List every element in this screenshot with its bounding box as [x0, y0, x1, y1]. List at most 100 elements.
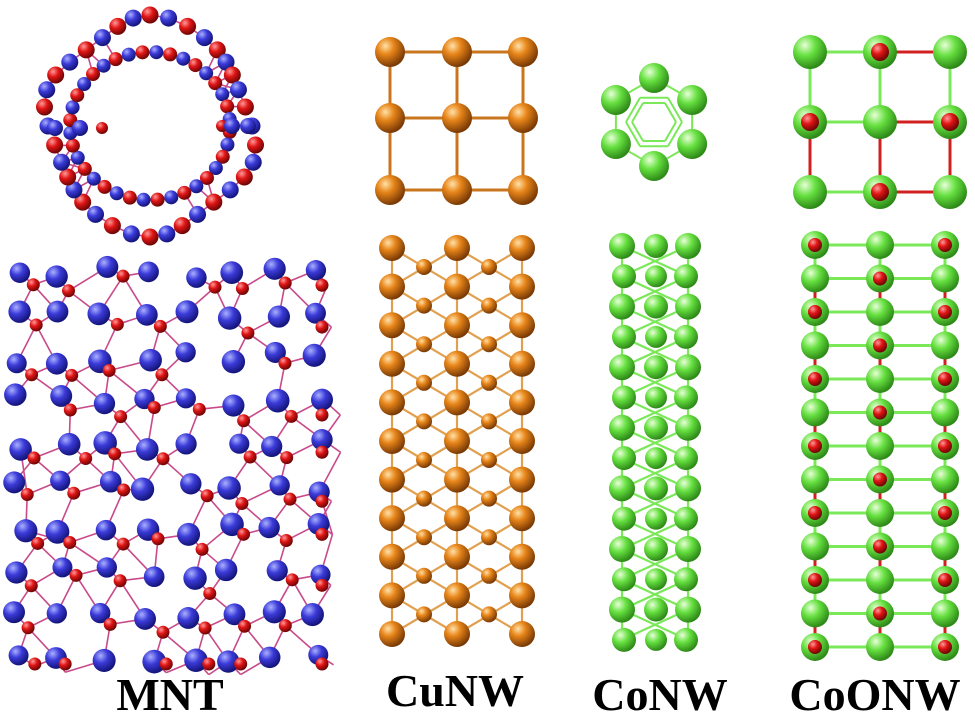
- blue-atom: [222, 181, 239, 198]
- red-atom: [284, 493, 297, 506]
- red-atom: [316, 408, 329, 421]
- red-atom: [808, 305, 822, 319]
- atoms: [379, 235, 535, 647]
- red-atom: [201, 489, 214, 502]
- blue-atom: [144, 566, 165, 587]
- red-atom: [151, 193, 165, 207]
- red-atom: [278, 357, 291, 370]
- green-atom: [674, 446, 698, 470]
- orange-atom: [509, 389, 535, 415]
- red-atom: [808, 640, 822, 654]
- red-atom: [938, 439, 952, 453]
- blue-atom: [230, 81, 247, 98]
- red-atom: [235, 497, 248, 510]
- blue-atom: [10, 262, 30, 282]
- blue-atom: [5, 561, 27, 583]
- red-atom: [801, 113, 819, 131]
- red-atom: [205, 194, 222, 211]
- green-atom: [793, 175, 827, 209]
- red-atom: [316, 279, 329, 292]
- green-atom: [612, 264, 636, 288]
- green-atom: [644, 416, 668, 440]
- blue-atom: [305, 303, 326, 324]
- conw-label: CoNW: [575, 672, 745, 718]
- red-atom: [873, 406, 887, 420]
- red-atom: [871, 183, 889, 201]
- blue-atom: [7, 353, 27, 373]
- orange-atom: [509, 235, 535, 261]
- red-atom: [66, 139, 80, 153]
- red-atom: [30, 318, 43, 331]
- red-atom: [220, 99, 234, 113]
- orange-atom: [379, 544, 405, 570]
- green-atom: [675, 536, 701, 562]
- red-atom: [177, 186, 191, 200]
- orange-atom: [509, 505, 535, 531]
- red-atom: [46, 137, 63, 154]
- red-atom: [78, 41, 95, 58]
- blue-atom: [125, 10, 142, 27]
- red-atom: [155, 368, 168, 381]
- green-atom: [801, 600, 829, 628]
- green-atom: [645, 447, 667, 469]
- blue-atom: [311, 389, 333, 411]
- atoms: [3, 256, 333, 674]
- blue-atom: [245, 154, 262, 171]
- orange-atom: [481, 413, 497, 429]
- blue-atom: [175, 342, 195, 362]
- orange-atom: [481, 606, 497, 622]
- red-atom: [96, 122, 108, 134]
- red-atom: [108, 447, 121, 460]
- blue-atom: [122, 48, 136, 62]
- blue-atom: [3, 471, 25, 493]
- red-atom: [114, 574, 127, 587]
- red-atom: [22, 621, 35, 634]
- green-atom: [675, 354, 701, 380]
- green-atom: [866, 566, 894, 594]
- orange-atom: [509, 467, 535, 493]
- green-atom: [931, 466, 959, 494]
- blue-atom: [215, 87, 229, 101]
- red-atom: [316, 579, 329, 592]
- red-atom: [938, 640, 952, 654]
- red-atom: [208, 281, 221, 294]
- red-atom: [234, 658, 247, 671]
- orange-atom: [379, 582, 405, 608]
- green-atom: [933, 175, 967, 209]
- green-atom: [931, 332, 959, 360]
- orange-atom: [379, 467, 405, 493]
- blue-atom: [258, 517, 279, 538]
- red-atom: [279, 619, 292, 632]
- red-atom: [117, 538, 130, 551]
- red-atom: [25, 579, 38, 592]
- red-atom: [280, 534, 293, 547]
- orange-atom: [416, 568, 432, 584]
- blue-atom: [96, 256, 118, 278]
- red-atom: [938, 506, 952, 520]
- blue-atom: [72, 120, 88, 136]
- bond: [665, 122, 676, 141]
- coonw-side-view: [801, 231, 959, 661]
- green-atom: [677, 129, 707, 159]
- orange-atom: [508, 103, 538, 133]
- red-atom: [873, 473, 887, 487]
- blue-atom: [180, 473, 201, 494]
- red-atom: [28, 452, 41, 465]
- green-atom: [612, 446, 636, 470]
- orange-atom: [509, 351, 535, 377]
- green-atom: [866, 298, 894, 326]
- bond: [632, 122, 643, 141]
- red-atom: [151, 532, 164, 545]
- blue-atom: [53, 154, 70, 171]
- green-atom: [609, 294, 635, 320]
- blue-atom: [160, 10, 177, 27]
- red-atom: [286, 573, 299, 586]
- blue-atom: [183, 566, 206, 589]
- blue-atom: [50, 385, 72, 407]
- blue-atom: [158, 225, 175, 242]
- orange-atom: [375, 103, 405, 133]
- blue-atom: [139, 349, 162, 372]
- orange-atom: [442, 103, 472, 133]
- red-atom: [316, 658, 329, 671]
